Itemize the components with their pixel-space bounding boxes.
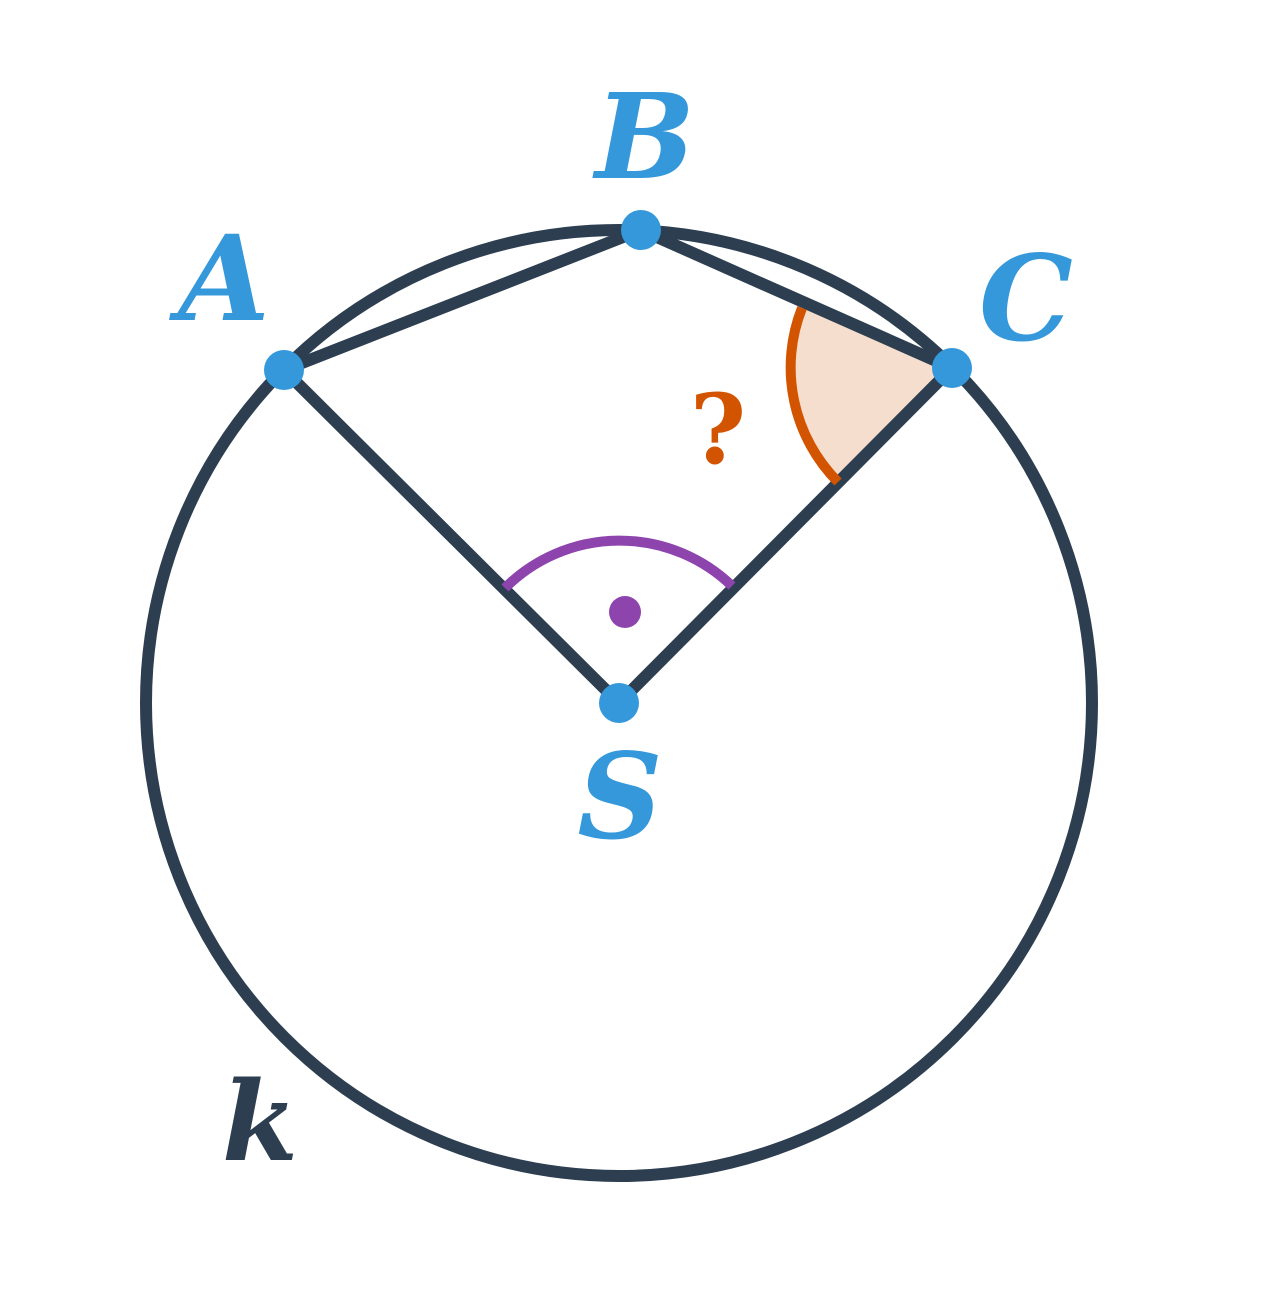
chord-ab bbox=[278, 224, 647, 376]
unknown-angle-label: ? bbox=[690, 373, 746, 486]
label-b: B bbox=[592, 67, 695, 206]
unknown-angle-arc bbox=[785, 306, 842, 486]
radius-sa bbox=[278, 364, 625, 709]
circle-k bbox=[140, 224, 1098, 1182]
point-c bbox=[932, 348, 972, 388]
point-b bbox=[621, 210, 661, 250]
label-a: A bbox=[168, 209, 270, 348]
label-circle-k: k bbox=[222, 1057, 298, 1186]
right-angle-dot bbox=[609, 596, 641, 628]
right-angle-arc bbox=[501, 535, 736, 592]
chord-bc bbox=[635, 224, 958, 374]
label-s: S bbox=[577, 727, 662, 866]
radius-sc bbox=[613, 362, 958, 709]
label-c: C bbox=[979, 229, 1073, 368]
unknown-angle-sector bbox=[790, 308, 952, 482]
point-a bbox=[264, 350, 304, 390]
point-s bbox=[599, 683, 639, 723]
